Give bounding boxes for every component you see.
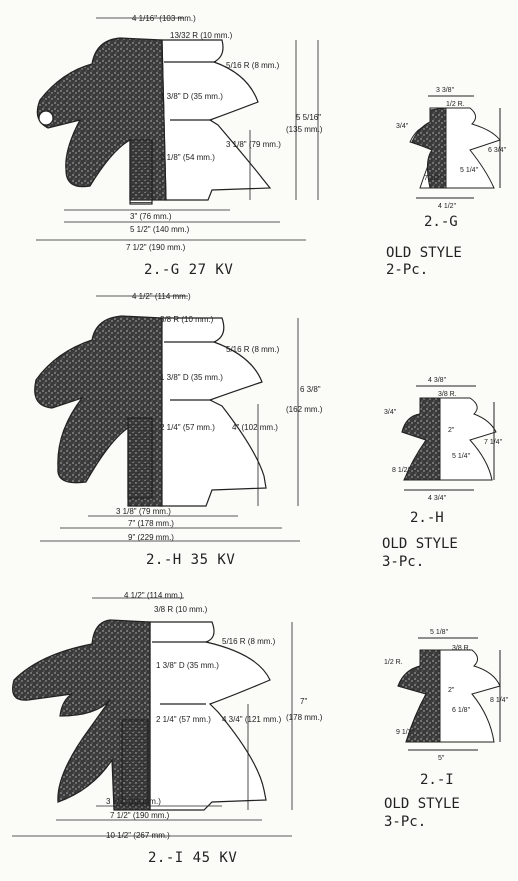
dim-2h-top: 4 1/2" (114 mm.) [132, 292, 191, 301]
dim-2h-side-r: 5/16 R (8 mm.) [226, 345, 280, 354]
old-caption-2h: 2.-H [410, 510, 444, 526]
dim-2g-top-r: 13/32 R (10 mm.) [170, 31, 233, 40]
old-style-label-2g: OLD STYLE [386, 245, 462, 261]
old-2i-mid: 6 1/8" [452, 707, 471, 714]
dim-2i-mid: 7 1/2" (190 mm.) [110, 811, 170, 820]
dim-2g-overall: 7 1/2" (190 mm.) [126, 243, 186, 252]
dim-2i-thread: 2 1/4" (57 mm.) [156, 715, 211, 724]
old-2h-left: 3/4" [384, 409, 397, 416]
old-2i-base: 5" [438, 755, 445, 762]
dim-2h-top-r: 3/8 R (10 mm.) [160, 315, 214, 324]
old-2g-left: 3/4" [396, 123, 409, 130]
old-style-2h-drawing [401, 385, 497, 491]
old-2i-inner: 2" [448, 687, 455, 694]
dim-2g-mid: 5 1/2" (140 mm.) [130, 225, 190, 234]
old-2g-mid: 5 1/4" [460, 167, 479, 174]
dim-2h-height: 6 3/8" [300, 385, 321, 394]
old-2g-bottom-mid: 7 1/2" [424, 175, 443, 182]
old-2h-bottom-mid: 8 1/2" [392, 467, 411, 474]
dim-2i-side-r: 5/16 R (8 mm.) [222, 637, 276, 646]
insulator-2i-drawing [12, 619, 271, 811]
old-2g-r: 1/2 R. [446, 101, 465, 108]
dim-2i-height-mm: (178 mm.) [286, 713, 323, 722]
dim-2h-mid: 7" (178 mm.) [128, 519, 174, 528]
dim-2h-inner-h: 4" (102 mm.) [232, 423, 278, 432]
old-style-label-2i: OLD STYLE [384, 796, 460, 812]
old-style-label-2h: OLD STYLE [382, 536, 458, 552]
old-2i-top: 5 1/8" [430, 629, 449, 636]
dim-2g-side-r: 5/16 R (8 mm.) [226, 61, 280, 70]
old-caption-2i: 2.-I [420, 772, 454, 788]
dim-2g-top: 4 1/16" (103 mm.) [132, 14, 196, 23]
insulator-2g-dimensions [36, 17, 319, 241]
caption-2h: 2.-H 35 KV [146, 552, 236, 568]
old-2h-h: 7 1/4" [484, 439, 503, 446]
dim-2h-base: 3 1/8" (79 mm.) [116, 507, 171, 516]
dim-2h-thread: 2 1/4" (57 mm.) [160, 423, 215, 432]
insulator-2g-drawing [36, 37, 272, 205]
dim-2i-inner-h: 4 3/4" (121 mm.) [222, 715, 282, 724]
dim-2h-bore: 1 3/8" D (35 mm.) [160, 373, 223, 382]
dim-2h-overall: 9" (229 mm.) [128, 533, 174, 542]
old-2i-r: 3/8 R. [452, 645, 471, 652]
old-caption-2g: 2.-G [424, 214, 458, 230]
old-pieces-2h: 3-Pc. [382, 554, 425, 570]
dim-2i-top-r: 3/8 R (10 mm.) [154, 605, 208, 614]
dim-2h-height-mm: (162 mm.) [286, 405, 323, 414]
old-2h-base: 4 3/4" [428, 495, 447, 502]
old-2i-r2: 1/2 R. [384, 659, 403, 666]
old-2h-top: 4 3/8" [428, 377, 447, 384]
dim-2i-top: 4 1/2" (114 mm.) [124, 591, 183, 600]
dim-2g-height: 5 5/16" [296, 113, 321, 122]
dim-2g-bore: 1 3/8" D (35 mm.) [160, 92, 223, 101]
old-2h-r: 3/8 R. [438, 391, 457, 398]
dim-2g-thread: 2 1/8" (54 mm.) [160, 153, 215, 162]
old-2g-base: 4 1/2" [438, 203, 457, 210]
dim-2g-height-mm: (135 mm.) [286, 125, 323, 134]
old-2i-bottom-mid: 9 1/2" [396, 729, 415, 736]
old-pieces-2i: 3-Pc. [384, 814, 427, 830]
old-2h-mid: 5 1/4" [452, 453, 471, 460]
old-2i-h: 8 1/4" [490, 697, 509, 704]
dim-2i-base: 3 1/2" (89 mm.) [106, 797, 161, 806]
insulator-2h-dimensions [40, 295, 300, 542]
old-2g-h: 6 3/4" [488, 147, 507, 154]
caption-2i: 2.-I 45 KV [148, 850, 238, 866]
dim-2i-bore: 1 3/8" D (35 mm.) [156, 661, 219, 670]
insulator-2h-drawing [34, 315, 267, 507]
old-style-2i-drawing [397, 637, 501, 751]
insulator-2i-dimensions [12, 597, 293, 837]
old-2g-top: 3 3/8" [436, 87, 455, 94]
dim-2g-inner-h: 3 1/8" (79 mm.) [226, 140, 281, 149]
old-2h-inner: 2" [448, 427, 455, 434]
old-style-2g-drawing [409, 95, 501, 199]
old-pieces-2g: 2-Pc. [386, 262, 429, 278]
dim-2i-overall: 10 1/2" (267 mm.) [106, 831, 170, 840]
dim-2i-height: 7" [300, 697, 307, 706]
dim-2g-base: 3" (76 mm.) [130, 212, 172, 221]
caption-2g: 2.-G 27 KV [144, 262, 234, 278]
